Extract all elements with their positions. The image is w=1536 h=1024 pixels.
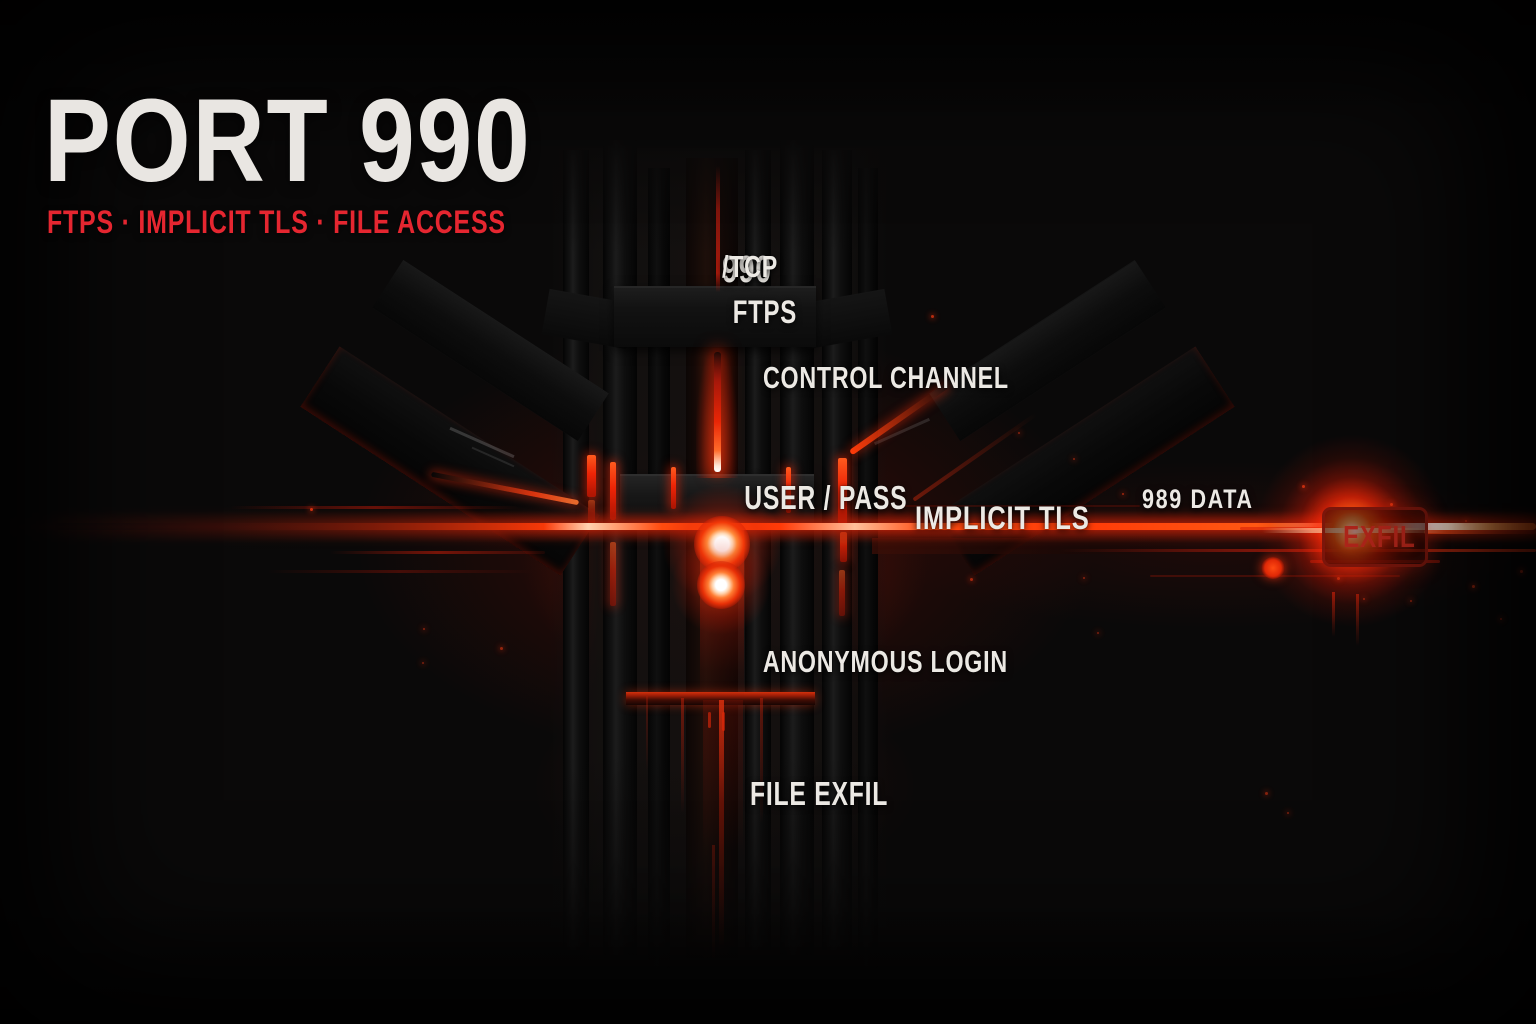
- red-light-strip: [587, 455, 596, 497]
- ftps-plate: [614, 286, 816, 347]
- port-number: 990: [722, 249, 772, 291]
- laser-left-fade: [0, 503, 560, 551]
- laser-streak: [900, 505, 1140, 507]
- laser-streak: [230, 506, 520, 509]
- bottom-streak: [719, 700, 724, 950]
- port-protocol: /TCP: [722, 249, 778, 284]
- poster-title: PORT 990: [44, 75, 532, 207]
- poster-subtitle: FTPS · IMPLICIT TLS · FILE ACCESS: [47, 204, 506, 240]
- bottom-streak: [646, 696, 648, 771]
- red-light-strip: [840, 532, 847, 562]
- glow-orb: [697, 561, 745, 609]
- red-light-strip: [610, 542, 616, 606]
- red-drip: [1356, 594, 1359, 646]
- red-drip: [722, 712, 725, 731]
- exfil-badge-label: EXFIL: [1342, 519, 1416, 554]
- red-splash: [1261, 557, 1285, 579]
- exfil-badge: EXFIL: [1322, 507, 1428, 567]
- vertical-laser-top: [716, 166, 720, 292]
- red-drip: [1332, 592, 1335, 637]
- red-light-strip: [610, 462, 616, 520]
- red-light-strip: [838, 458, 847, 524]
- laser-streak: [268, 570, 533, 573]
- bottom-streak: [681, 698, 684, 813]
- bottom-streak: [712, 845, 715, 960]
- red-light-strip: [671, 467, 676, 509]
- laser-streak: [330, 551, 545, 554]
- bottom-streak: [760, 698, 763, 823]
- red-light-strip: [786, 467, 791, 513]
- red-drip: [708, 712, 711, 728]
- vertical-laser-beam: [714, 352, 721, 472]
- laser-streak: [1424, 530, 1536, 534]
- red-light-strip: [839, 570, 845, 616]
- horizontal-laser-core: [55, 523, 1536, 530]
